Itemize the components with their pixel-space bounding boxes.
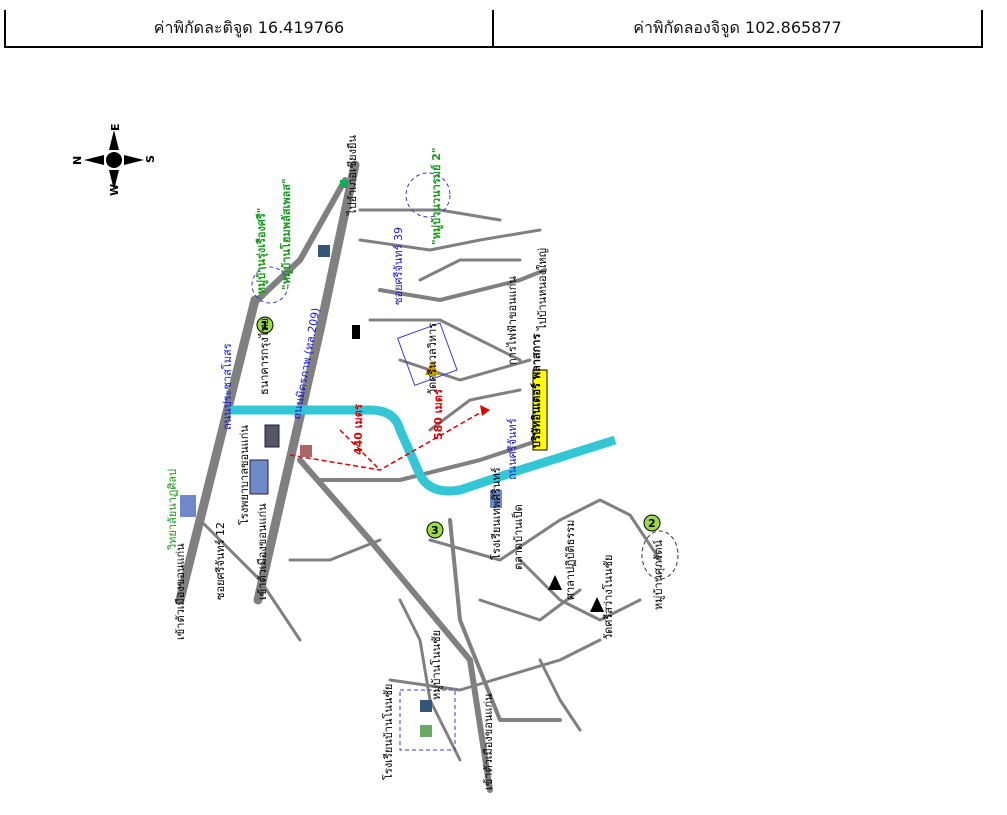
coordinate-bar: ค่าพิกัดละติจูด 16.419766 ค่าพิกัดลองจิจ…	[0, 0, 983, 48]
compass-icon: E S W N	[71, 123, 157, 196]
nonchai-label: หมู่บ้านโนนชัย	[429, 630, 443, 700]
latitude-cell: ค่าพิกัดละติจูด 16.419766	[4, 10, 492, 48]
village-3-label: "หมู่บ้านโฮมพลัสเพลส"	[279, 178, 294, 290]
longitude-label: ค่าพิกัดลองจิจูด 102.865877	[633, 17, 842, 37]
target-box	[532, 369, 548, 451]
soi12-label: ซอยศรีจันทร์ 12	[214, 522, 227, 600]
to-kk-label: เข้าตัวเมืองขอนแก่น	[174, 543, 187, 640]
compass-e: E	[109, 123, 122, 131]
marker-1: 1	[256, 316, 274, 334]
compass-w: W	[108, 184, 121, 196]
roads	[175, 160, 662, 793]
to-chumpae-label: ไปอำเภอเชียงยืน	[346, 135, 359, 216]
canal	[230, 405, 617, 496]
village-1-label: "หมู่บ้านรุ่งเรืองศรี"	[255, 208, 269, 300]
rattana-label: หมู่บ้านศุภรัตน์	[652, 540, 665, 610]
village-2-label: "หมู่บ้านวนารมย์ 2"	[430, 147, 444, 245]
marker-3: 3	[426, 521, 444, 539]
college-label: วิทยาลัยนาฏศิลป	[166, 469, 179, 551]
bank-label: ธนาคารกรุงไทย	[258, 318, 271, 395]
electric-label: การไฟฟ้าขอนแก่น	[506, 276, 519, 365]
target-label: บริษัทอินเตอร์ พลาสการ	[530, 334, 543, 448]
compass-s: S	[144, 155, 157, 163]
hospital-label: โรงพยาบาลขอนแก่น	[237, 425, 251, 525]
temple-1-label: วัดศรีนวลวิหาร	[426, 323, 439, 395]
nonchai-school-label: โรงเรียนบ้านโนนชัย	[381, 684, 395, 780]
latitude-label: ค่าพิกัดละติจูด 16.419766	[153, 17, 345, 37]
nongyai-label: ไปบ้านหนองใหญ่	[536, 248, 549, 331]
highway-label: ถนนประชาสโมสร	[220, 343, 234, 430]
temple-3-label: ศาลาปฏิบัติธรรม	[564, 520, 577, 600]
soi39-label: ซอยศรีจันทร์ 39	[392, 227, 405, 305]
distance-440-label: 440 เมตร	[352, 404, 365, 455]
to-kk3-label: เข้าตัวเมืองขอนแก่น	[482, 693, 495, 790]
school-label: โรงเรียนเทพศิรินทร์	[489, 467, 503, 560]
canal-road-label: ถนนศรีจันทร์	[506, 418, 519, 480]
to-kk2-label: เข้าตัวเมืองขอนแก่น	[256, 503, 269, 600]
temple-2-label: วัดศรีสว่างโนนชัย	[601, 554, 615, 640]
longitude-cell: ค่าพิกัดลองจิจูด 102.865877	[492, 10, 983, 48]
route-lines	[289, 409, 486, 471]
svg-text:1: 1	[261, 319, 269, 332]
market-label: ตลาดบ้านเป็ด	[511, 504, 525, 570]
building-icons	[180, 180, 604, 737]
svg-text:3: 3	[431, 524, 439, 537]
compass-n: N	[71, 156, 84, 165]
svg-text:2: 2	[648, 517, 656, 530]
distance-580-label: 580 เมตร	[432, 389, 445, 440]
marker-2: 2	[643, 514, 661, 532]
